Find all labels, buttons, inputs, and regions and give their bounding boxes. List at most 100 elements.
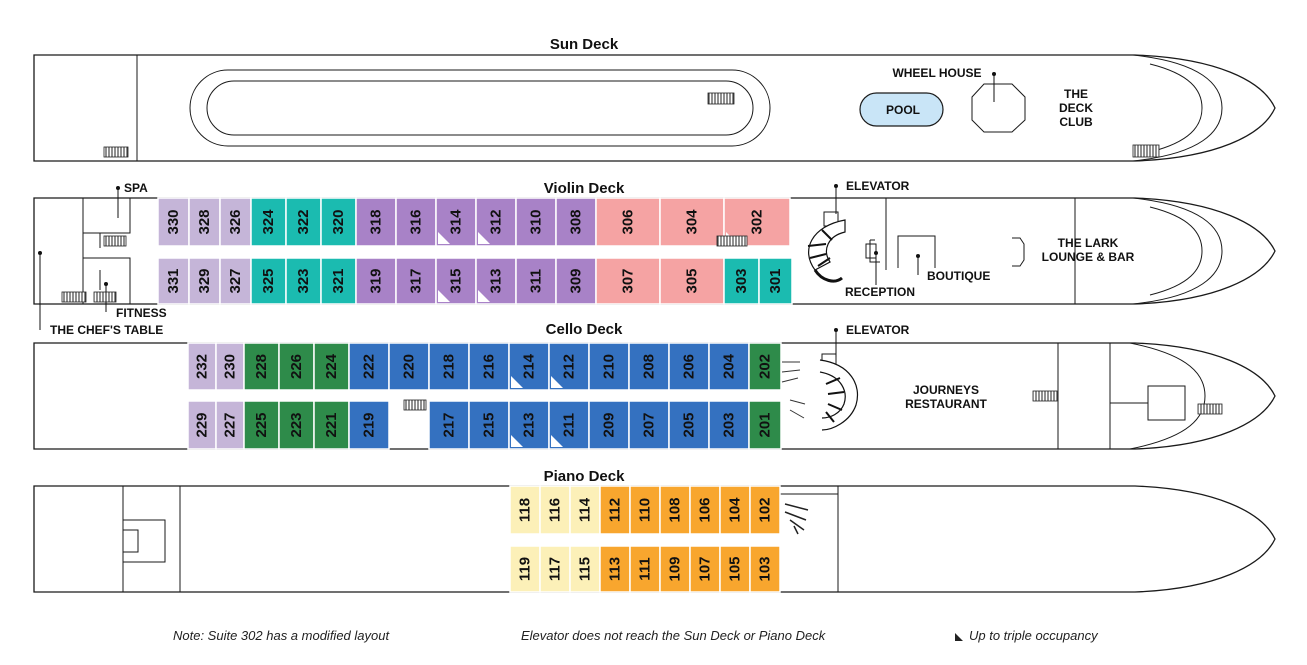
cabin-218[interactable]: 218 [428,342,470,391]
cabin-111[interactable]: 111 [629,545,661,593]
cabin-314-number: 314 [448,209,465,235]
cabin-114[interactable]: 114 [569,485,601,535]
cabin-303[interactable]: 303 [723,257,760,305]
cabin-226-number: 226 [288,354,305,379]
cabin-215-number: 215 [481,412,498,437]
cabin-216[interactable]: 216 [468,342,510,391]
cabin-108[interactable]: 108 [659,485,691,535]
cabin-227[interactable]: 227 [215,400,245,450]
cabin-310[interactable]: 310 [515,197,557,247]
cabin-326[interactable]: 326 [219,197,252,247]
cabin-230[interactable]: 230 [215,342,245,391]
cabin-305[interactable]: 305 [659,257,725,305]
cabin-328[interactable]: 328 [188,197,221,247]
cabin-226[interactable]: 226 [278,342,315,391]
cabin-213[interactable]: 213 [508,400,550,450]
cabin-207[interactable]: 207 [628,400,670,450]
cabin-119[interactable]: 119 [509,545,541,593]
cabin-301[interactable]: 301 [758,257,793,305]
cabin-324[interactable]: 324 [250,197,287,247]
cabin-331[interactable]: 331 [157,257,190,305]
cabin-309-box [555,257,597,305]
cabin-104[interactable]: 104 [719,485,751,535]
cabin-117-number: 117 [547,557,564,581]
cabin-118[interactable]: 118 [509,485,541,535]
cabin-201[interactable]: 201 [748,400,782,450]
cabin-309[interactable]: 309 [555,257,597,305]
cabin-224[interactable]: 224 [313,342,350,391]
cabin-208[interactable]: 208 [628,342,670,391]
cabin-112[interactable]: 112 [599,485,631,535]
cabin-313[interactable]: 313 [475,257,517,305]
cabin-209[interactable]: 209 [588,400,630,450]
cabin-219[interactable]: 219 [348,400,390,450]
cabin-304[interactable]: 304 [659,197,725,247]
cabin-102[interactable]: 102 [749,485,781,535]
cabin-212[interactable]: 212 [548,342,590,391]
cabin-327[interactable]: 327 [219,257,252,305]
reception-label: RECEPTION [845,285,915,299]
cabin-308-number: 308 [568,209,585,234]
cabin-221-number: 221 [323,412,340,437]
cabin-115[interactable]: 115 [569,545,601,593]
cabin-330[interactable]: 330 [157,197,190,247]
cabin-323[interactable]: 323 [285,257,322,305]
cabin-109[interactable]: 109 [659,545,691,593]
cabin-223-number: 223 [288,412,305,437]
cabin-204-box [708,342,750,391]
cabin-117[interactable]: 117 [539,545,571,593]
cabin-220[interactable]: 220 [388,342,430,391]
cabin-307[interactable]: 307 [595,257,661,305]
cabin-306[interactable]: 306 [595,197,661,247]
cabin-222[interactable]: 222 [348,342,390,391]
cabin-311[interactable]: 311 [515,257,557,305]
cabin-212-number: 212 [561,354,578,379]
cabin-105[interactable]: 105 [719,545,751,593]
cabin-329[interactable]: 329 [188,257,221,305]
cabin-106[interactable]: 106 [689,485,721,535]
cabin-211[interactable]: 211 [548,400,590,450]
cabin-205[interactable]: 205 [668,400,710,450]
cabin-311-box [515,257,557,305]
cabin-308[interactable]: 308 [555,197,597,247]
cabin-107[interactable]: 107 [689,545,721,593]
cabin-217[interactable]: 217 [428,400,470,450]
cabin-221[interactable]: 221 [313,400,350,450]
cabin-229[interactable]: 229 [187,400,217,450]
cabin-320[interactable]: 320 [320,197,357,247]
cabin-232[interactable]: 232 [187,342,217,391]
cabin-210[interactable]: 210 [588,342,630,391]
cabin-317[interactable]: 317 [395,257,437,305]
cabin-331-box [157,257,190,305]
cabin-318[interactable]: 318 [355,197,397,247]
cabin-314[interactable]: 314 [435,197,477,247]
cabin-315[interactable]: 315 [435,257,477,305]
cabin-316[interactable]: 316 [395,197,437,247]
cabin-116-box [539,485,571,535]
cabin-315-number: 315 [448,268,465,293]
cabin-113[interactable]: 113 [599,545,631,593]
cabin-201-number: 201 [757,412,774,437]
cabin-203[interactable]: 203 [708,400,750,450]
cabin-206[interactable]: 206 [668,342,710,391]
cabin-116[interactable]: 116 [539,485,571,535]
cabin-215[interactable]: 215 [468,400,510,450]
cabin-103[interactable]: 103 [749,545,781,593]
cabin-202[interactable]: 202 [748,342,782,391]
cabin-312[interactable]: 312 [475,197,517,247]
cabin-202-box [748,342,782,391]
cabin-322[interactable]: 322 [285,197,322,247]
cabin-105-number: 105 [727,556,744,581]
cabin-321-box [320,257,357,305]
cabin-110[interactable]: 110 [629,485,661,535]
cabin-228[interactable]: 228 [243,342,280,391]
cabin-319[interactable]: 319 [355,257,397,305]
cabin-214[interactable]: 214 [508,342,550,391]
cabin-225[interactable]: 225 [243,400,280,450]
cabin-230-number: 230 [222,354,239,379]
cabin-321[interactable]: 321 [320,257,357,305]
cabin-316-box [395,197,437,247]
cabin-223[interactable]: 223 [278,400,315,450]
cabin-204[interactable]: 204 [708,342,750,391]
cabin-325[interactable]: 325 [250,257,287,305]
